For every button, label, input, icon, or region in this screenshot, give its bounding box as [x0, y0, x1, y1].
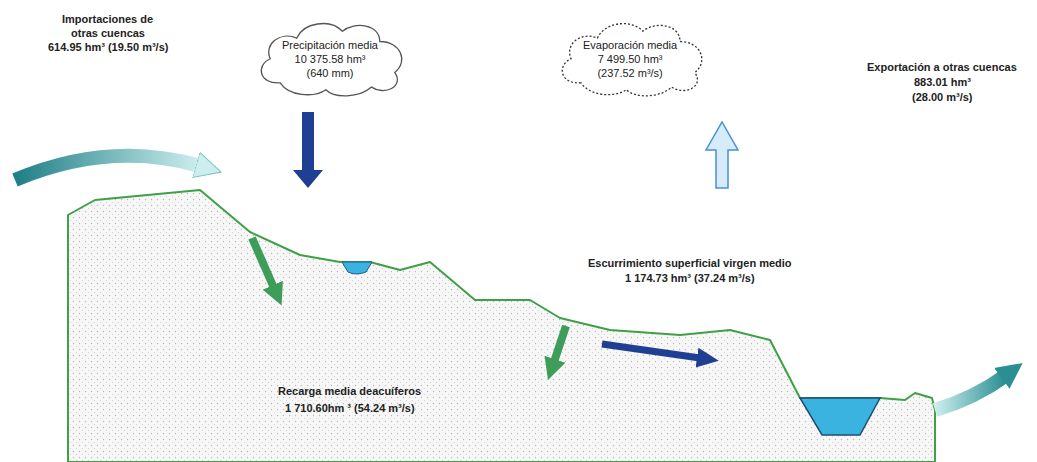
- flow-label: 1 710.60hm ³ (54.24 m³/s): [285, 401, 415, 415]
- terrain-profile: [68, 190, 935, 462]
- cloud-shape: [261, 24, 401, 96]
- precipitation-cloud: Precipitación media10 375.58 hm³(640 mm): [247, 14, 413, 100]
- evaporation-arrow: [706, 122, 738, 188]
- cloud-value: 7 499.50 hm³: [583, 52, 677, 66]
- cloud-value: 10 375.58 hm³: [282, 52, 378, 66]
- flow-label: (28.00 m³/s): [912, 90, 973, 104]
- cloud-value: (640 mm): [282, 66, 378, 80]
- flow-label: Exportación a otras cuencas: [867, 60, 1017, 74]
- flow-label: 883.01 hm³: [914, 75, 971, 89]
- flow-label: 614.95 hm³ (19.50 m³/s): [48, 40, 168, 54]
- flow-label: otras cuencas: [71, 26, 145, 40]
- recharge-arrow: [252, 238, 274, 288]
- flow-label: Importaciones de: [62, 12, 153, 26]
- cloud-text: Evaporación media7 499.50 hm³(237.52 m³/…: [583, 38, 677, 80]
- cloud-value: (237.52 m³/s): [583, 66, 677, 80]
- cloud-heading: Evaporación media: [583, 38, 677, 52]
- export-arrow: [935, 376, 1005, 410]
- flow-label: Recarga media deacuíferos: [278, 384, 421, 398]
- reservoir: [800, 398, 880, 435]
- runoff-arrow: [602, 344, 700, 358]
- import-arrow: [15, 156, 200, 180]
- lake: [342, 262, 372, 274]
- cloud-heading: Precipitación media: [282, 38, 378, 52]
- flow-label: 1 174.73 hm³ (37.24 m³/s): [625, 271, 755, 285]
- cloud-text: Precipitación media10 375.58 hm³(640 mm): [282, 38, 378, 80]
- evaporation-cloud: Evaporación media7 499.50 hm³(237.52 m³/…: [548, 14, 713, 100]
- precipitation-arrow: [293, 112, 323, 188]
- cloud-shape: [562, 24, 702, 96]
- recharge-arrow: [554, 326, 566, 362]
- flow-label: Escurrimiento superficial virgen medio: [588, 256, 792, 270]
